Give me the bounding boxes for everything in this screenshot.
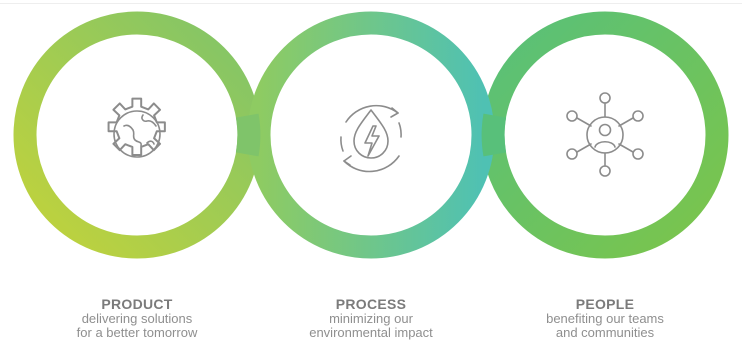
people-ring-overlap: [481, 113, 507, 157]
process-title: PROCESS: [335, 296, 407, 312]
top-divider: [0, 3, 742, 4]
process-pillar-label: PROCESS minimizing our environmental imp…: [271, 296, 471, 340]
product-pillar-label: PRODUCT delivering solutions for a bette…: [37, 296, 237, 340]
process-ring: [247, 11, 495, 259]
product-ring: [13, 11, 261, 259]
people-pillar-label: PEOPLE benefiting our teams and communit…: [505, 296, 705, 340]
people-description-line1: benefiting our teams: [546, 311, 664, 326]
people-description-line2: and communities: [555, 325, 655, 340]
product-ring-overlap: [235, 113, 261, 157]
people-network-icon: [566, 92, 644, 177]
product-description-line1: delivering solutions: [81, 311, 193, 326]
gear-globe-icon: [107, 97, 166, 158]
process-description-line2: environmental impact: [309, 325, 433, 340]
product-title: PRODUCT: [101, 296, 173, 312]
process-description-line1: minimizing our: [329, 311, 413, 326]
product-description-line2: for a better tomorrow: [76, 325, 198, 340]
people-title: PEOPLE: [575, 296, 635, 312]
water-energy-cycle-icon: [340, 104, 402, 173]
